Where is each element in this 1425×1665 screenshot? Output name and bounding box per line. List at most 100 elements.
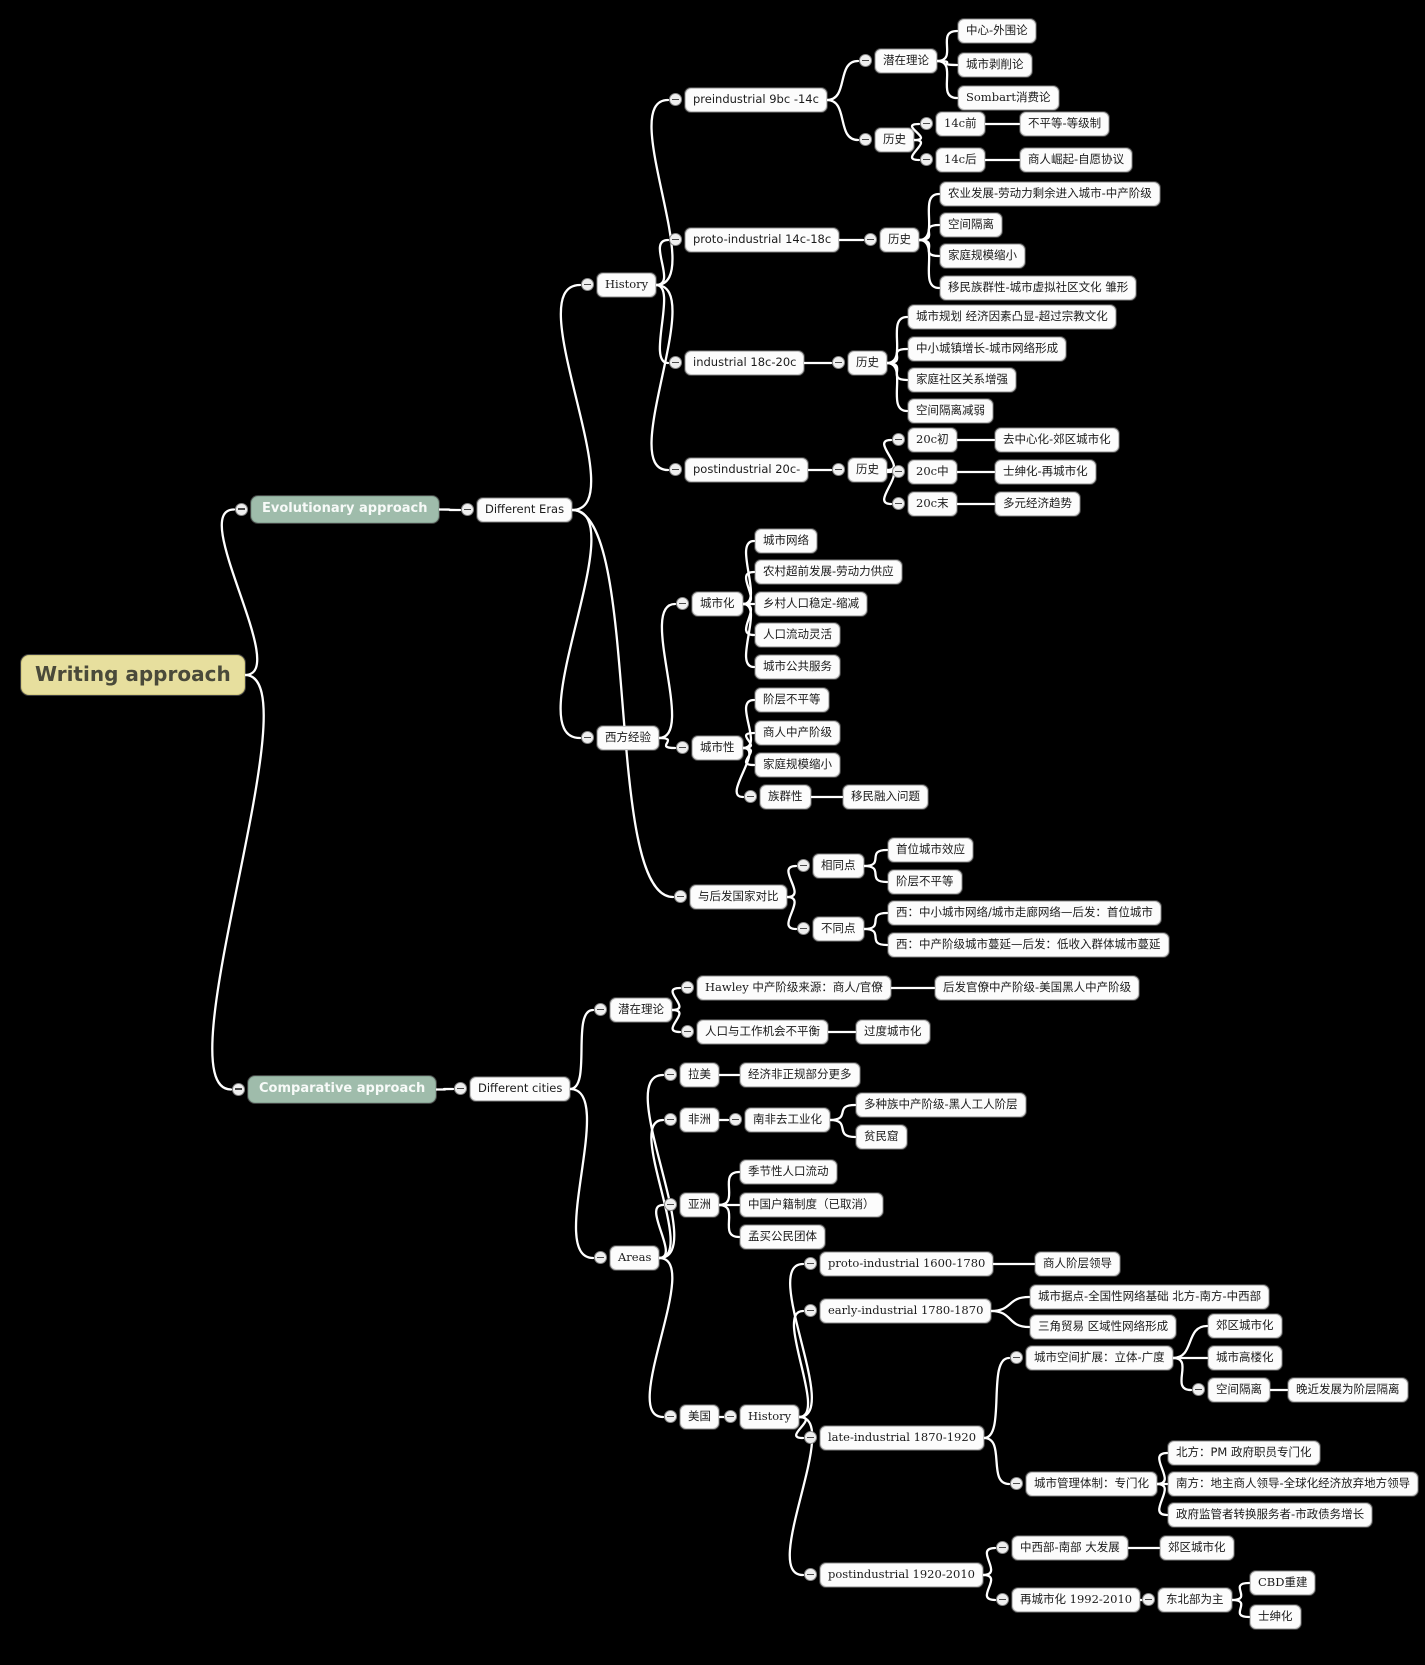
node-usa[interactable]: 美国 (664, 1405, 719, 1429)
collapse-toggle-icon[interactable] (797, 922, 810, 935)
node-africa[interactable]: 非洲 (664, 1108, 719, 1132)
node-rural-population[interactable]: 乡村人口稳定-缩减 (755, 592, 868, 616)
node-government-regulator[interactable]: 政府监管者转换服务者-市政债务增长 (1168, 1503, 1373, 1527)
node-northeast[interactable]: 东北部为主 (1142, 1588, 1232, 1612)
node-20c-mid[interactable]: 20c中 (892, 460, 957, 484)
node-migrant-ethnicity[interactable]: 移民族群性-城市虚拟社区文化 雏形 (940, 276, 1137, 300)
node-decentralization[interactable]: 去中心化-郊区城市化 (995, 428, 1119, 452)
collapse-toggle-icon[interactable] (996, 1541, 1009, 1554)
node-midwest-south-growth[interactable]: 中西部-南部 大发展 (996, 1536, 1128, 1560)
collapse-toggle-icon[interactable] (996, 1593, 1009, 1606)
collapse-toggle-icon[interactable] (804, 1431, 817, 1444)
node-suburbanization[interactable]: 郊区城市化 (1208, 1314, 1282, 1338)
node-late-class-segregation[interactable]: 晚近发展为阶层隔离 (1288, 1378, 1408, 1402)
node-history-us[interactable]: History (724, 1405, 800, 1429)
node-comparative-theory[interactable]: 潜在理论 (594, 998, 672, 1022)
collapse-toggle-icon[interactable] (581, 731, 594, 744)
collapse-toggle-icon[interactable] (454, 1082, 467, 1095)
node-rural-advance[interactable]: 农村超前发展-劳动力供应 (755, 560, 902, 584)
collapse-toggle-icon[interactable] (461, 503, 474, 516)
node-different-cities[interactable]: Different cities (454, 1077, 571, 1101)
node-south-landlord[interactable]: 南方：地主商人领导-全球化经济放弃地方领导 (1168, 1472, 1419, 1496)
node-evolutionary-approach[interactable]: Evolutionary approach (235, 496, 439, 523)
node-highrise[interactable]: 城市高楼化 (1208, 1346, 1282, 1370)
node-comparative-approach[interactable]: Comparative approach (232, 1076, 437, 1103)
node-late-bureaucrat-middle-class[interactable]: 后发官僚中产阶级-美国黑人中产阶级 (935, 976, 1140, 1000)
node-over-urbanization[interactable]: 过度城市化 (856, 1020, 930, 1044)
node-urbanism[interactable]: 城市性 (676, 736, 743, 760)
collapse-toggle-icon[interactable] (804, 1568, 817, 1581)
collapse-toggle-icon[interactable] (744, 790, 757, 803)
node-south-africa-deindustrialization[interactable]: 南非去工业化 (729, 1108, 830, 1132)
node-merchant-leadership[interactable]: 商人阶层领导 (1035, 1252, 1120, 1276)
node-20c-early[interactable]: 20c初 (892, 428, 957, 452)
node-slums[interactable]: 贫民窟 (856, 1125, 907, 1149)
node-preindustrial[interactable]: preindustrial 9bc -14c (669, 88, 827, 112)
node-north-pm[interactable]: 北方：PM 政府职员专门化 (1168, 1441, 1320, 1465)
collapse-toggle-icon[interactable] (669, 93, 682, 106)
collapse-toggle-icon[interactable] (859, 54, 872, 67)
collapse-toggle-icon[interactable] (724, 1410, 737, 1423)
node-spatial-expansion[interactable]: 城市空间扩展：立体-广度 (1010, 1346, 1173, 1370)
node-asia[interactable]: 亚洲 (664, 1193, 719, 1217)
node-population-mobility[interactable]: 人口流动灵活 (755, 623, 840, 647)
node-us-late-industrial[interactable]: late-industrial 1870-1920 (804, 1426, 985, 1450)
collapse-toggle-icon[interactable] (892, 497, 905, 510)
collapse-toggle-icon[interactable] (676, 741, 689, 754)
node-20c-late[interactable]: 20c末 (892, 492, 957, 516)
collapse-toggle-icon[interactable] (669, 463, 682, 476)
node-reurbanization[interactable]: 再城市化 1992-2010 (996, 1588, 1141, 1612)
node-primate-city-effect[interactable]: 首位城市效应 (888, 838, 973, 862)
node-urban-public-service[interactable]: 城市公共服务 (755, 655, 840, 679)
collapse-toggle-icon[interactable] (920, 153, 933, 166)
node-difference-sprawl[interactable]: 西：中产阶级城市蔓延—后发：低收入群体城市蔓延 (888, 933, 1169, 957)
node-cbd-rebuild[interactable]: CBD重建 (1250, 1571, 1316, 1595)
collapse-toggle-icon[interactable] (235, 502, 248, 516)
collapse-toggle-icon[interactable] (681, 981, 694, 994)
node-late-developing-comparison[interactable]: 与后发国家对比 (674, 885, 787, 909)
node-triangle-trade[interactable]: 三角贸易 区域性网络形成 (1030, 1315, 1177, 1339)
node-mumbai-civic-groups[interactable]: 孟买公民团体 (740, 1225, 825, 1249)
node-sombart[interactable]: Sombart消费论 (958, 86, 1059, 110)
collapse-toggle-icon[interactable] (1192, 1383, 1205, 1396)
node-urban-administration[interactable]: 城市管理体制：专门化 (1010, 1472, 1157, 1496)
node-class-inequality[interactable]: 阶层不平等 (755, 688, 829, 712)
node-areas[interactable]: Areas (594, 1246, 660, 1270)
node-postindustrial[interactable]: postindustrial 20c- (669, 458, 809, 482)
node-writing-approach-root[interactable]: Writing approach (21, 655, 245, 695)
node-urbanization[interactable]: 城市化 (676, 592, 743, 616)
node-informal-economy[interactable]: 经济非正规部分更多 (740, 1063, 860, 1087)
node-merchant-middle-class[interactable]: 商人中产阶级 (755, 721, 840, 745)
node-family-shrink[interactable]: 家庭规模缩小 (940, 244, 1025, 268)
node-inequality-hierarchy[interactable]: 不平等-等级制 (1020, 112, 1110, 136)
collapse-toggle-icon[interactable] (581, 278, 594, 291)
node-pre-history[interactable]: 历史 (859, 128, 914, 152)
node-us-protoindustrial[interactable]: proto-industrial 1600-1780 (804, 1252, 994, 1276)
node-hawley-theory[interactable]: Hawley 中产阶级来源：商人/官僚 (681, 976, 891, 1000)
collapse-toggle-icon[interactable] (669, 233, 682, 246)
node-proto-history[interactable]: 历史 (864, 228, 919, 252)
node-14c-after[interactable]: 14c后 (920, 148, 985, 172)
node-history-eras[interactable]: History (581, 273, 657, 297)
node-us-early-industrial[interactable]: early-industrial 1780-1870 (804, 1299, 992, 1323)
node-gentrification[interactable]: 士绅化 (1250, 1605, 1301, 1629)
node-center-periphery[interactable]: 中心-外围论 (958, 19, 1036, 43)
node-ethnicity[interactable]: 族群性 (744, 785, 811, 809)
collapse-toggle-icon[interactable] (664, 1410, 677, 1423)
collapse-toggle-icon[interactable] (804, 1304, 817, 1317)
node-western-experience[interactable]: 西方经验 (581, 726, 659, 750)
collapse-toggle-icon[interactable] (892, 465, 905, 478)
collapse-toggle-icon[interactable] (832, 356, 845, 369)
node-migrant-integration[interactable]: 移民融入问题 (843, 785, 928, 809)
collapse-toggle-icon[interactable] (669, 356, 682, 369)
collapse-toggle-icon[interactable] (859, 133, 872, 146)
node-us-postindustrial[interactable]: postindustrial 1920-2010 (804, 1563, 983, 1587)
node-multiracial-middle-class[interactable]: 多种族中产阶级-黑人工人阶层 (856, 1093, 1026, 1117)
node-hukou-system[interactable]: 中国户籍制度（已取消） (740, 1193, 883, 1217)
node-different-eras[interactable]: Different Eras (461, 498, 573, 522)
node-industrial[interactable]: industrial 18c-20c (669, 351, 805, 375)
collapse-toggle-icon[interactable] (729, 1113, 742, 1126)
node-14c-before[interactable]: 14c前 (920, 112, 985, 136)
collapse-toggle-icon[interactable] (681, 1025, 694, 1038)
node-urban-planning[interactable]: 城市规划 经济因素凸显-超过宗教文化 (908, 305, 1116, 329)
